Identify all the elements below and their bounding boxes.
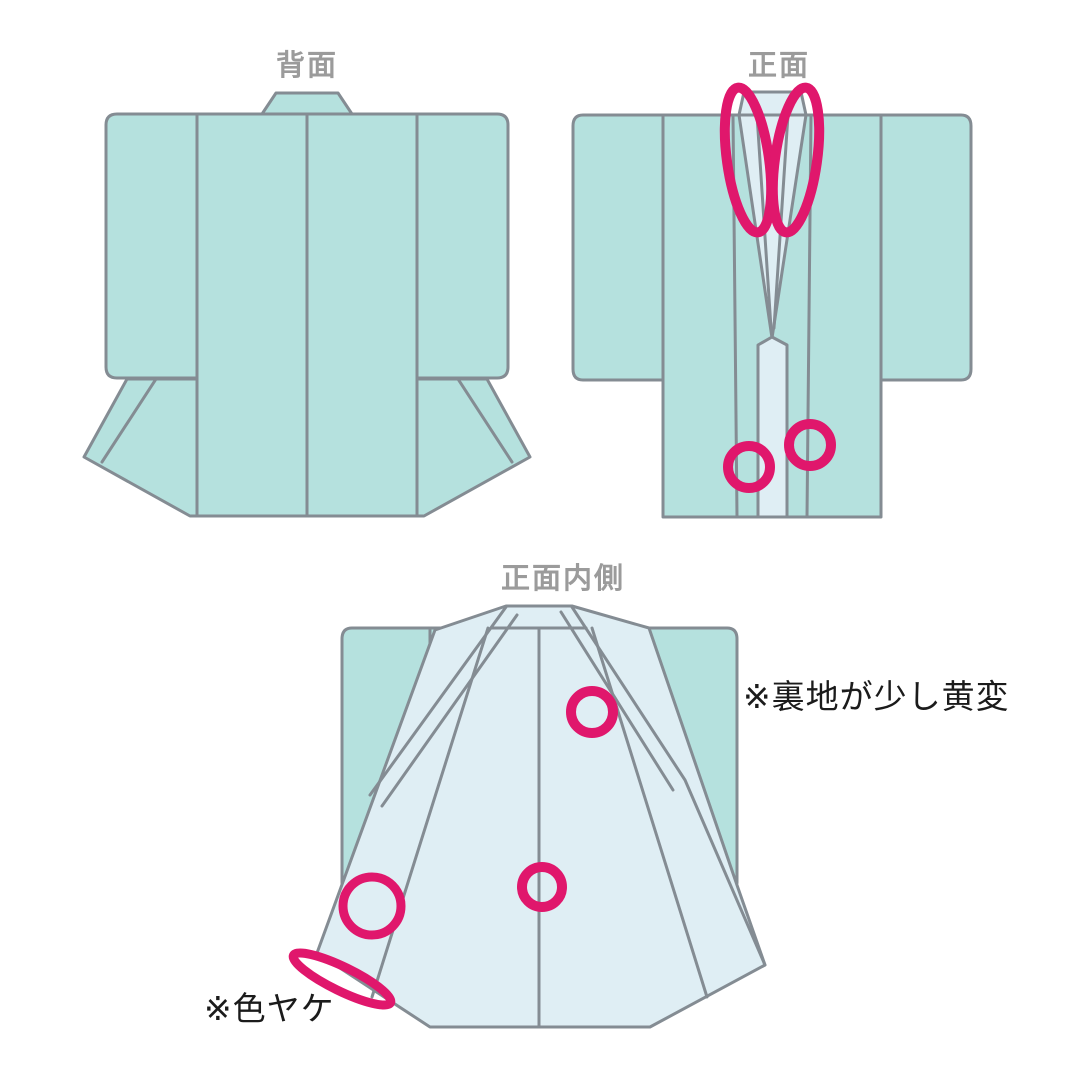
inside-collar-band-right-outer (570, 605, 767, 967)
defect-marker-collar-right (767, 82, 825, 238)
front-inside-view-label: 正面内側 (500, 563, 626, 595)
color-fading-annotation: ※色ヤケ (204, 990, 335, 1027)
back-view-label: 背面 (275, 50, 339, 82)
back-sleeve-right (415, 112, 510, 380)
back-skirt-fold-right (456, 377, 514, 464)
inside-fold-left (370, 626, 490, 999)
back-sleeve-left (104, 112, 199, 380)
defect-marker-lining-spot-1 (566, 686, 618, 738)
front-collar-strip (756, 335, 789, 519)
defect-marker-color-fading (288, 948, 396, 1010)
kimono-front-diagram (571, 82, 973, 519)
front-sleeve-right (879, 113, 973, 382)
inside-collar-band-right-inner (559, 610, 675, 792)
inside-collar-band-left-inner (380, 613, 519, 808)
inside-collar-band-left-outer (368, 605, 508, 797)
defect-marker-lining-spot-2 (517, 862, 567, 912)
back-skirt-right (415, 377, 532, 518)
front-sleeve-left (571, 113, 665, 382)
defect-marker-front-spot-1 (723, 441, 775, 493)
kimono-back-diagram (82, 91, 532, 518)
defect-marker-lining-spot-3 (338, 872, 406, 940)
back-collar (260, 91, 354, 116)
back-skirt-fold-left (100, 377, 158, 464)
lining-yellowing-annotation: ※裏地が少し黄変 (743, 678, 1010, 715)
defect-marker-front-spot-2 (784, 419, 836, 471)
kimono-front-inside-diagram (288, 604, 767, 1029)
back-skirt-left (82, 377, 199, 518)
front-view-label: 正面 (747, 50, 811, 82)
defect-marker-collar-left (719, 82, 777, 238)
